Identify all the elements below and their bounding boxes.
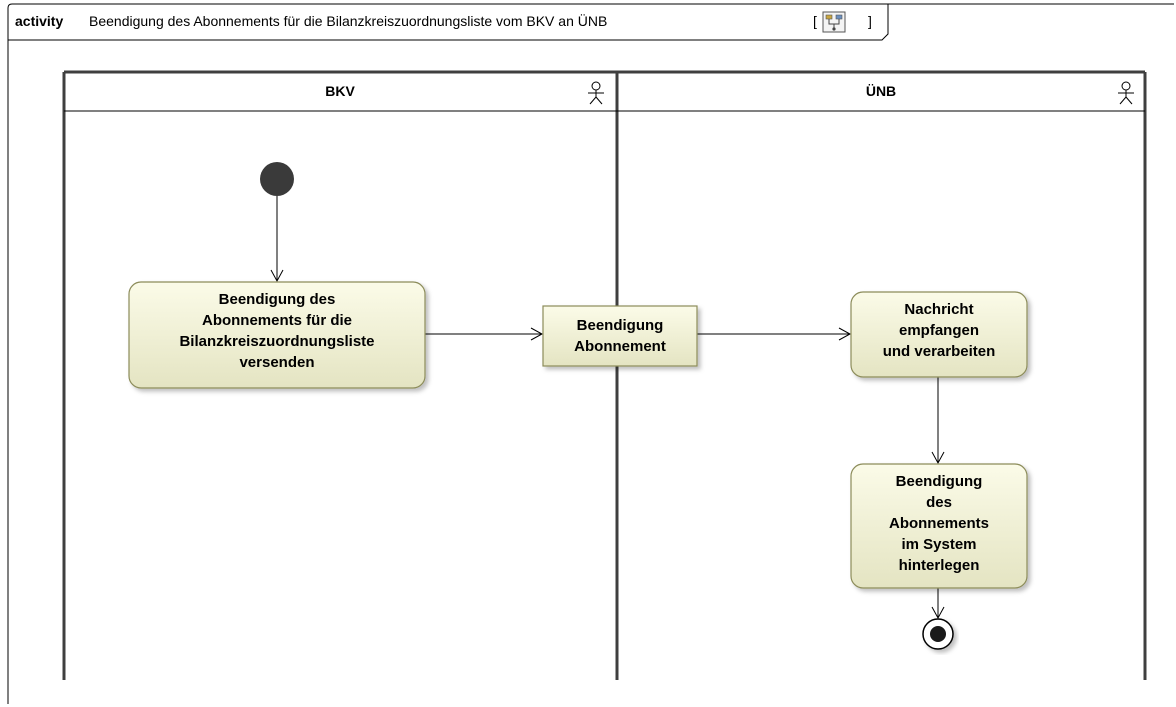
frame-title-tab [8, 4, 889, 41]
activity-final-node[interactable] [922, 618, 954, 650]
actor-icon [1118, 81, 1134, 105]
initial-node[interactable] [260, 162, 294, 196]
action-send-line-2: Abonnements für die [202, 312, 352, 329]
control-flow-store-to-final [931, 588, 945, 620]
lane-title-unb: ÜNB [866, 83, 896, 99]
object-flow-message-to-receive [697, 327, 852, 341]
action-receive-message[interactable]: Nachricht empfangen und verarbeiten [850, 291, 1028, 378]
object-flow-send-to-message [425, 327, 544, 341]
lane-unb: ÜNB [866, 81, 1134, 105]
lane-title-bkv: BKV [325, 83, 355, 99]
action-send-termination[interactable]: Beendigung des Abonnements für die Bilan… [128, 281, 426, 389]
action-store-line-2: des [926, 494, 952, 511]
object-node-line-1: Beendigung [577, 317, 664, 334]
frame-bracket-open: [ [813, 13, 817, 29]
lane-bkv: BKV [325, 81, 604, 105]
action-store-line-4: im System [901, 536, 976, 553]
frame-name: Beendigung des Abonnements für die Bilan… [89, 12, 607, 29]
action-receive-line-2: empfangen [899, 322, 979, 339]
swimlane-partition [62, 70, 1147, 680]
action-send-line-4: versenden [239, 354, 314, 371]
action-store-line-5: hinterlegen [899, 557, 980, 574]
action-send-line-3: Bilanzkreiszuordnungsliste [179, 333, 374, 350]
action-store-line-1: Beendigung [896, 473, 983, 490]
action-receive-line-3: und verarbeiten [883, 343, 996, 360]
diagram-frame [7, 3, 1174, 704]
action-store-termination[interactable]: Beendigung des Abonnements im System hin… [850, 463, 1028, 589]
control-flow-initial-to-send [270, 196, 284, 283]
control-flow-receive-to-store [931, 377, 945, 465]
actor-icon [588, 81, 604, 105]
activity-diagram-icon[interactable] [822, 11, 846, 33]
action-store-line-3: Abonnements [889, 515, 989, 532]
object-node-line-2: Abonnement [574, 338, 666, 355]
action-send-line-1: Beendigung des [219, 291, 336, 308]
frame-keyword: activity [15, 13, 63, 29]
action-receive-line-1: Nachricht [904, 301, 973, 318]
frame-bracket-close: ] [868, 13, 872, 29]
object-node-message[interactable]: Beendigung Abonnement [542, 305, 698, 367]
